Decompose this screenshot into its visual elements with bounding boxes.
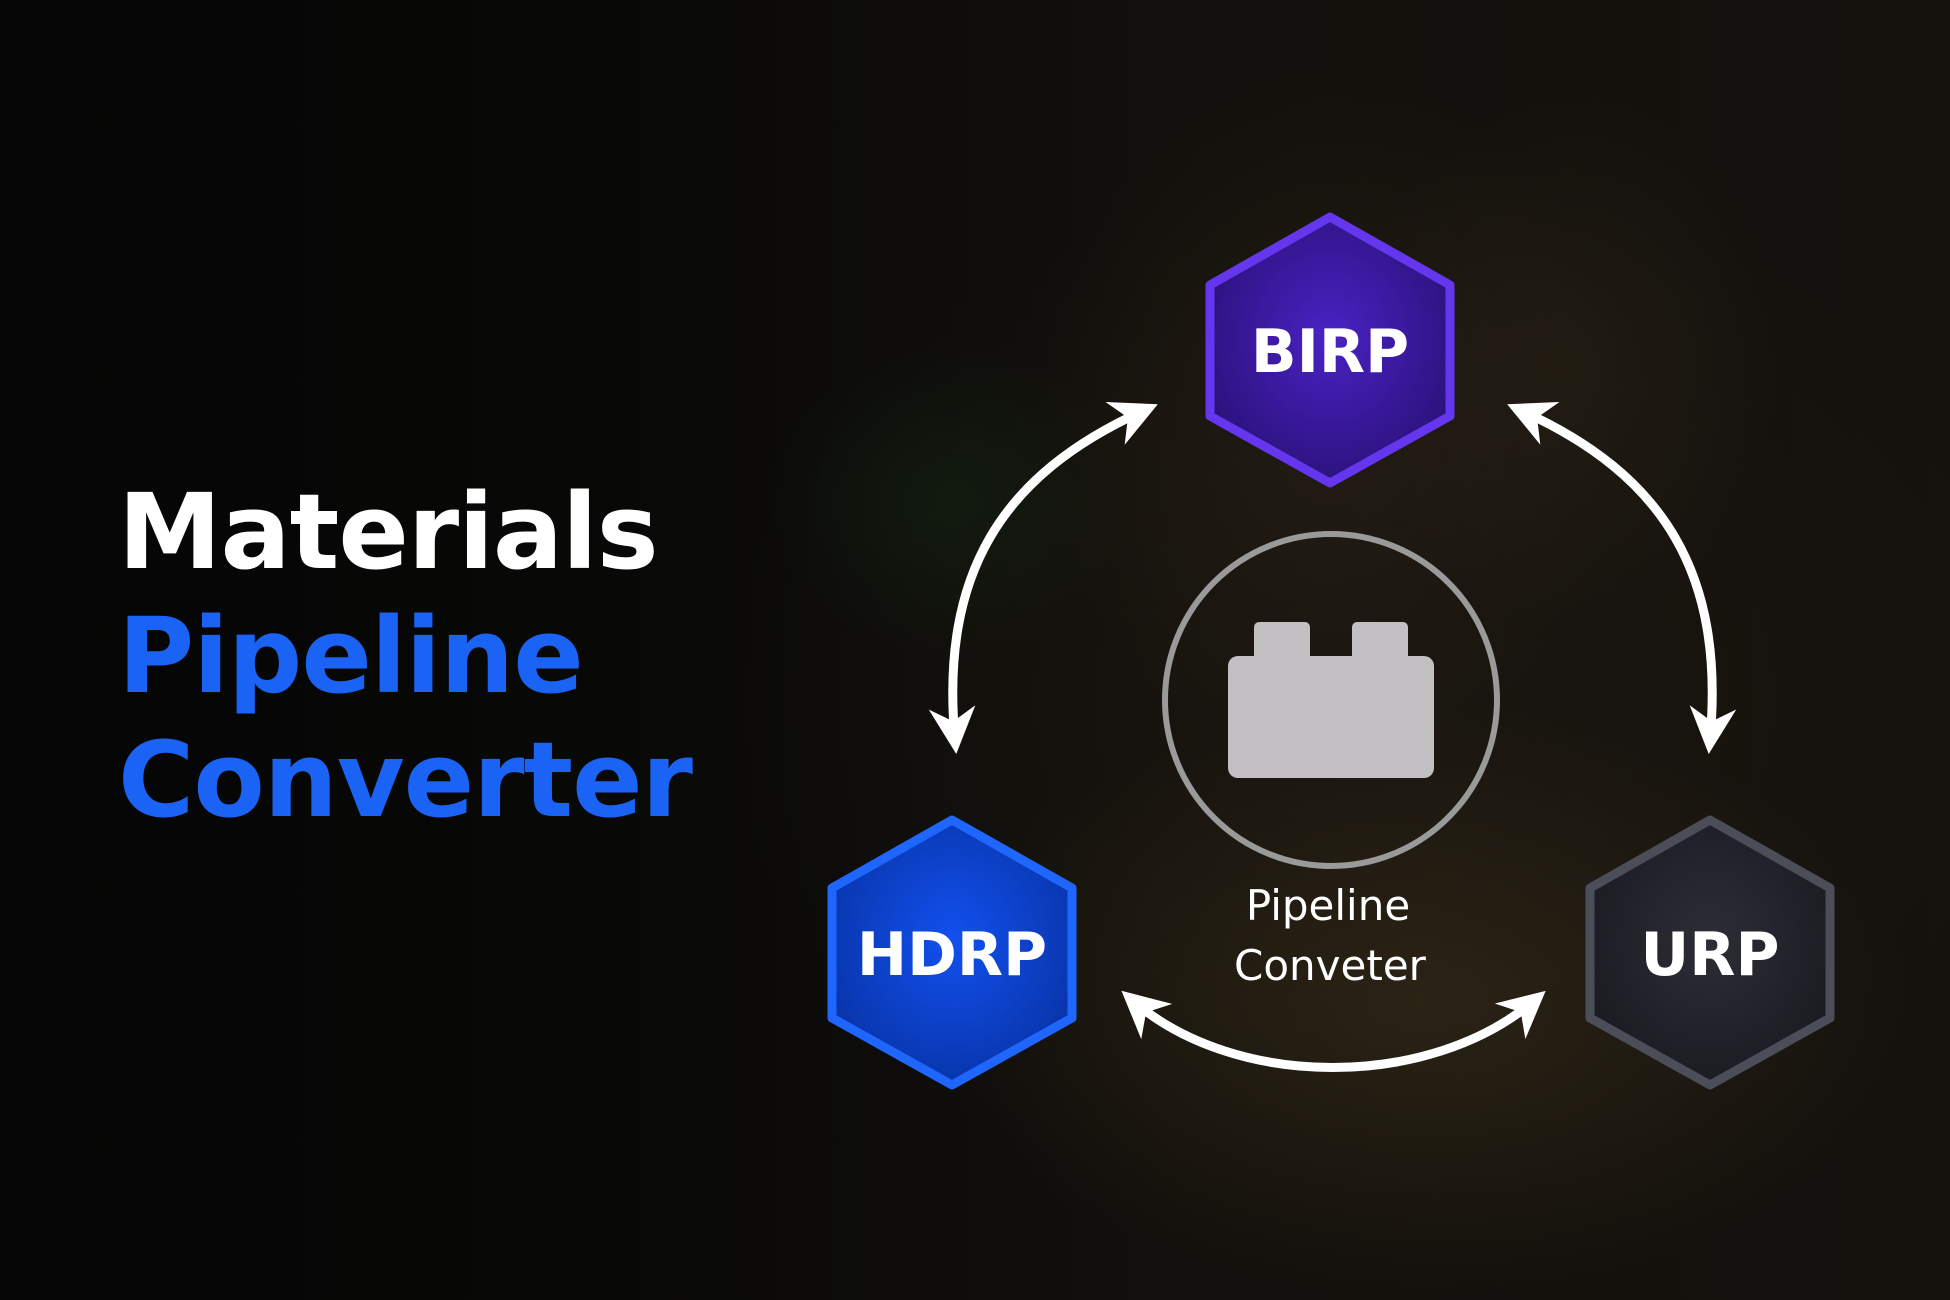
headline-line-converter: Converter [118, 719, 693, 841]
converter-center: Pipeline Conveter [1162, 531, 1500, 990]
node-urp: URP [1585, 815, 1835, 1090]
headline: Materials Pipeline Converter [118, 470, 693, 842]
arrow-birp-urp [1507, 402, 1737, 754]
urp-hexagon [1585, 815, 1835, 1090]
urp-label: URP [1641, 920, 1780, 990]
hdrp-label: HDRP [857, 920, 1047, 990]
converter-label-line2: Conveter [1234, 941, 1427, 990]
converter-label-line1: Pipeline [1246, 881, 1410, 930]
headline-line-materials: Materials [118, 471, 659, 593]
hdrp-hexagon [827, 815, 1077, 1090]
birp-label: BIRP [1251, 317, 1409, 387]
arrow-hdrp-urp [1121, 990, 1546, 1072]
node-birp: BIRP [1205, 212, 1455, 488]
node-hdrp: HDRP [827, 815, 1077, 1090]
brick-block-icon [1228, 622, 1434, 778]
birp-hexagon [1205, 212, 1455, 488]
arrow-birp-hdrp [928, 402, 1158, 754]
headline-line-pipeline: Pipeline [118, 595, 584, 717]
converter-ring [1162, 531, 1500, 869]
